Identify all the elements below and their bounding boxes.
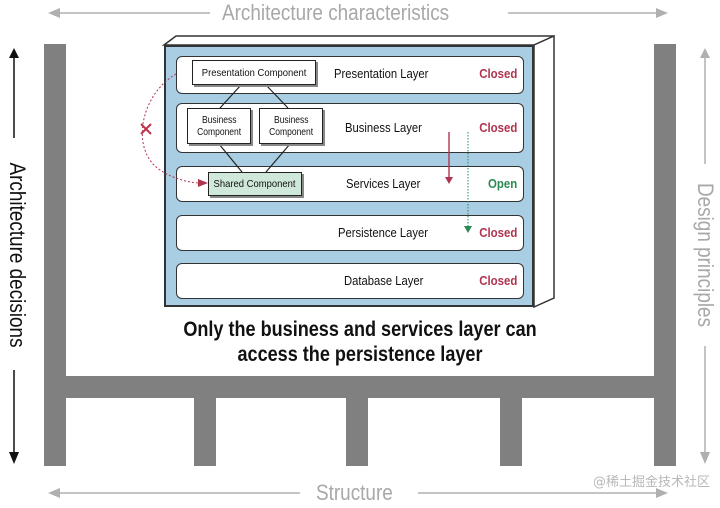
caption-line-2: access the persistence layer (237, 343, 483, 366)
right-axis-arrow-up (700, 48, 710, 58)
shared-component-label: Shared Component (214, 178, 296, 190)
link-business-shared-2 (265, 143, 291, 173)
shared-component: Shared Component (208, 172, 302, 196)
layer-name: Presentation Layer (334, 67, 429, 81)
business-to-persistence-arrowhead (464, 226, 472, 233)
top-axis-arrow-left (48, 8, 60, 18)
structure-leg-3 (500, 396, 522, 466)
top-axis-arrow-right (656, 8, 668, 18)
structure-leg-1 (194, 396, 216, 466)
axis-label-top: Architecture characteristics (222, 0, 450, 25)
blocked-access-arrowhead (198, 179, 208, 187)
watermark: @稀土掘金技术社区 (592, 475, 710, 490)
layer-status: Closed (478, 273, 517, 288)
blocked-access-arc (141, 73, 199, 184)
structure-floor-beam (44, 376, 676, 398)
layer-name: Database Layer (344, 274, 424, 288)
presentation-component-label: Presentation Component (201, 66, 307, 79)
label-line-1: Business (201, 114, 237, 126)
presentation-component: Presentation Component (192, 60, 316, 85)
link-presentation-business-1 (219, 84, 242, 109)
structure-right-pillar (654, 44, 676, 466)
business-to-services-arrowhead (445, 177, 453, 184)
left-axis-arrow-down (9, 452, 19, 464)
layer-status: Closed (478, 225, 517, 240)
structure-leg-2 (346, 396, 368, 466)
bottom-axis-arrow-right (656, 488, 668, 498)
left-axis-arrow-up (9, 48, 19, 58)
label-line-2: Component (269, 126, 313, 138)
layer-name: Services Layer (346, 177, 421, 191)
right-axis-arrow-down (700, 452, 710, 464)
layer-status: Open (487, 176, 517, 191)
caption-line-1: Only the business and services layer can (183, 318, 537, 341)
layer-database: Database Layer Closed (176, 263, 524, 299)
axis-label-bottom: Structure (316, 480, 393, 505)
structure-left-pillar (44, 44, 66, 466)
blocked-x-icon (140, 123, 152, 135)
layer-name: Business Layer (345, 121, 422, 135)
layer-status: Closed (478, 66, 517, 81)
link-presentation-business-2 (265, 84, 289, 109)
layer-status: Closed (478, 120, 517, 135)
label-line-1: Business (273, 114, 309, 126)
bottom-axis-arrow-left (48, 488, 60, 498)
link-business-shared-1 (218, 143, 243, 173)
layer-name: Persistence Layer (338, 226, 429, 240)
label-line-2: Component (197, 126, 241, 138)
layer-persistence: Persistence Layer Closed (176, 215, 524, 251)
